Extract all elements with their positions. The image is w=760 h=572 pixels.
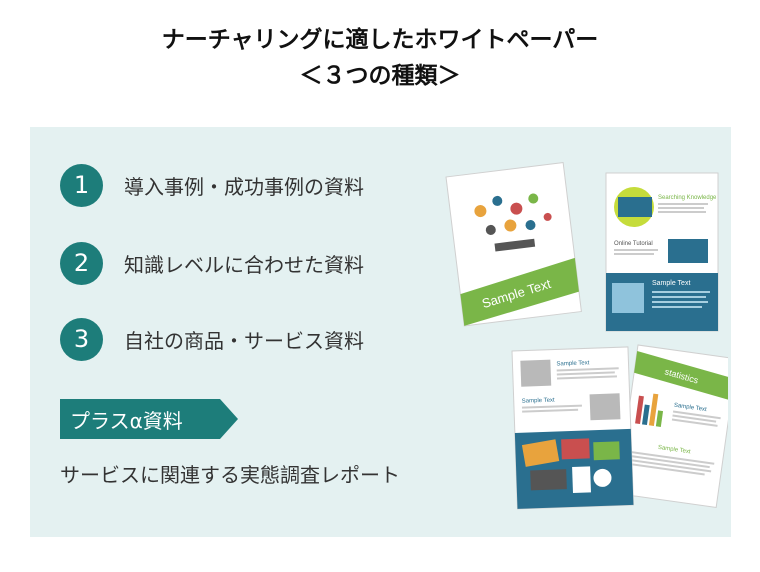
doc-2: Searching Knowledge Online Tutorial Samp… [605, 172, 719, 332]
title-line-2: ＜３つの種類＞ [299, 63, 461, 89]
list-item-label-1: 導入事例・成功事例の資料 [124, 174, 364, 199]
doc-4-heading: Sample Text [673, 403, 707, 414]
doc-1: Sample Text [445, 162, 582, 327]
whitepaper-illustration: Sample Text Searching Knowledge Online T… [428, 155, 728, 525]
number-badge-1: 1 [60, 163, 103, 207]
list-item-label-2: 知識レベルに合わせた資料 [124, 252, 364, 277]
title-line-1: ナーチャリングに適したホワイトペーパー [161, 27, 599, 53]
doc-3-heading-2: Sample Text [522, 398, 555, 405]
number-badge-2: 2 [60, 241, 103, 285]
doc-4-heading-2: Sample Text [657, 445, 691, 456]
list-item-1: 1 導入事例・成功事例の資料 [60, 163, 364, 207]
number-badge-3: 3 [60, 317, 103, 361]
doc-2-banner-text: Sample Text [652, 280, 690, 287]
list-item-label-3: 自社の商品・サービス資料 [124, 328, 364, 353]
list-item-2: 2 知識レベルに合わせた資料 [60, 241, 364, 285]
content-panel: 1 導入事例・成功事例の資料 2 知識レベルに合わせた資料 3 自社の商品・サー… [30, 127, 731, 537]
list-item-3: 3 自社の商品・サービス資料 [60, 317, 364, 361]
doc-3: Sample Text Sample Text [511, 346, 634, 510]
page-title: ナーチャリングに適したホワイトペーパー ＜３つの種類＞ [0, 22, 760, 94]
doc-3-heading-1: Sample Text [556, 360, 589, 367]
plus-alpha-description: サービスに関連する実態調査レポート [60, 463, 400, 487]
icon-cluster [474, 193, 552, 252]
doc-2-sub: Online Tutorial [614, 241, 653, 247]
doc-4: statistics Sample Text Sample Text [616, 344, 728, 509]
doc-2-heading: Searching Knowledge [658, 195, 717, 201]
plus-alpha-tag: プラスα資料 [60, 399, 238, 439]
documents-image: Sample Text Searching Knowledge Online T… [445, 162, 728, 510]
